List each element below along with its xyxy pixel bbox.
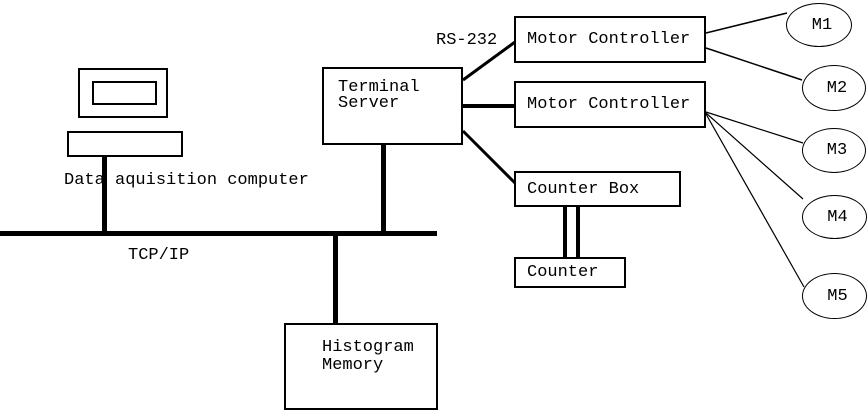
counter-box-node: Counter Box: [514, 171, 681, 207]
computer-screen-icon: [92, 81, 157, 105]
motor-controller-1-label: Motor Controller: [527, 30, 691, 49]
motor-m2-label: M2: [826, 78, 848, 98]
computer-keyboard-icon: [67, 131, 183, 157]
motor-m4-node: M4: [802, 195, 867, 239]
counter-label: Counter: [527, 263, 599, 282]
motor-controller-1-node: Motor Controller: [514, 16, 706, 63]
motor-m3-label: M3: [826, 141, 848, 160]
wire-mc2-to-m5: [705, 113, 805, 288]
wire-mc2-to-m4: [705, 112, 804, 200]
motor-m1-node: M1: [786, 3, 852, 47]
terminal-server-label-line2: Server: [338, 94, 400, 113]
histogram-memory-node: Histogram Memory: [284, 323, 438, 410]
wire-rs232-ts-to-mc1: [462, 40, 516, 82]
terminal-server-node: Terminal Server: [322, 67, 463, 145]
motor-m3-node: M3: [802, 128, 866, 173]
terminal-server-label-line1: Terminal: [338, 78, 420, 97]
wire-mc2-to-m3: [705, 111, 804, 144]
motor-controller-2-label: Motor Controller: [527, 95, 691, 114]
motor-m5-node: M5: [802, 273, 867, 319]
wire-mc1-to-m2: [705, 47, 803, 81]
rs232-label: RS-232: [436, 31, 498, 50]
motor-m2-node: M2: [802, 65, 866, 111]
wire-mc1-to-m1: [705, 12, 788, 34]
motor-m1-label: M1: [811, 15, 833, 35]
histogram-memory-label-line1: Histogram: [322, 338, 414, 357]
motor-m4-label: M4: [827, 207, 848, 227]
wire-ts-to-counter-box: [461, 129, 517, 185]
histogram-memory-label-line2: Memory: [322, 356, 384, 375]
data-acquisition-computer-label: Data aquisition computer: [64, 171, 309, 190]
counter-node: Counter: [514, 257, 626, 288]
counter-box-label: Counter Box: [527, 179, 640, 199]
motor-controller-2-node: Motor Controller: [514, 81, 706, 128]
tcpip-label: TCP/IP: [128, 246, 190, 265]
motor-m5-label: M5: [827, 286, 848, 306]
